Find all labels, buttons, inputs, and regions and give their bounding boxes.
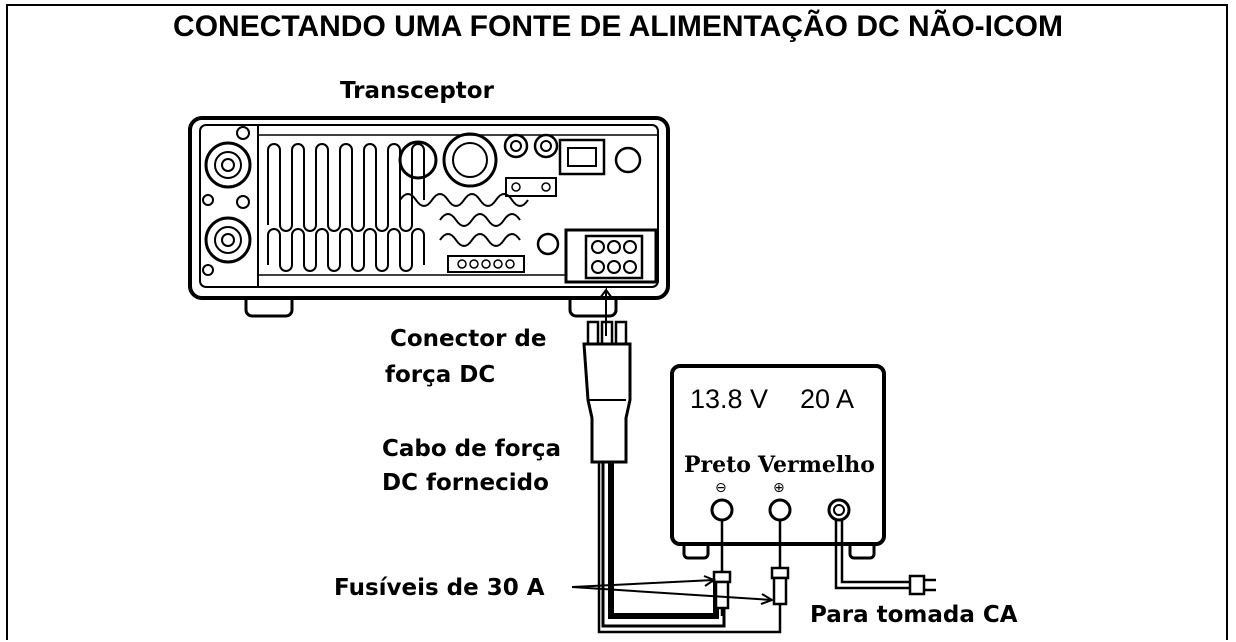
- dc-connector-label-line2: força DC: [385, 362, 495, 388]
- plug-insert-arrow: [599, 287, 613, 336]
- plus-icon: ⊕: [773, 480, 785, 496]
- cable-label-line2: DC fornecido: [382, 470, 549, 496]
- fuse-pointer-arrows: [571, 575, 775, 605]
- transceiver-rear-panel: [188, 116, 670, 318]
- dc-connector-label-line1: Conector de: [390, 326, 547, 352]
- diagram-title: CONECTANDO UMA FONTE DE ALIMENTAÇÃO DC N…: [173, 10, 1063, 43]
- psu-current: 20 A: [800, 384, 854, 414]
- minus-icon: ⊖: [715, 480, 727, 496]
- power-supply-unit: [670, 364, 910, 590]
- transceiver-label: Transceptor: [340, 78, 495, 104]
- psu-voltage: 13.8 V: [690, 384, 768, 414]
- dc-power-cable: [582, 320, 782, 634]
- fuse-holder-black: [712, 570, 732, 616]
- fuses-label: Fusíveis de 30 A: [334, 575, 545, 601]
- black-terminal-label: Preto: [684, 452, 751, 478]
- diagram-frame: [6, 4, 1228, 640]
- fuse-holder-red: [770, 566, 790, 606]
- ac-plug: [908, 574, 936, 596]
- ac-outlet-label: Para tomada CA: [810, 602, 1018, 628]
- red-terminal-label: Vermelho: [757, 452, 875, 478]
- cable-label-line1: Cabo de força: [382, 436, 561, 462]
